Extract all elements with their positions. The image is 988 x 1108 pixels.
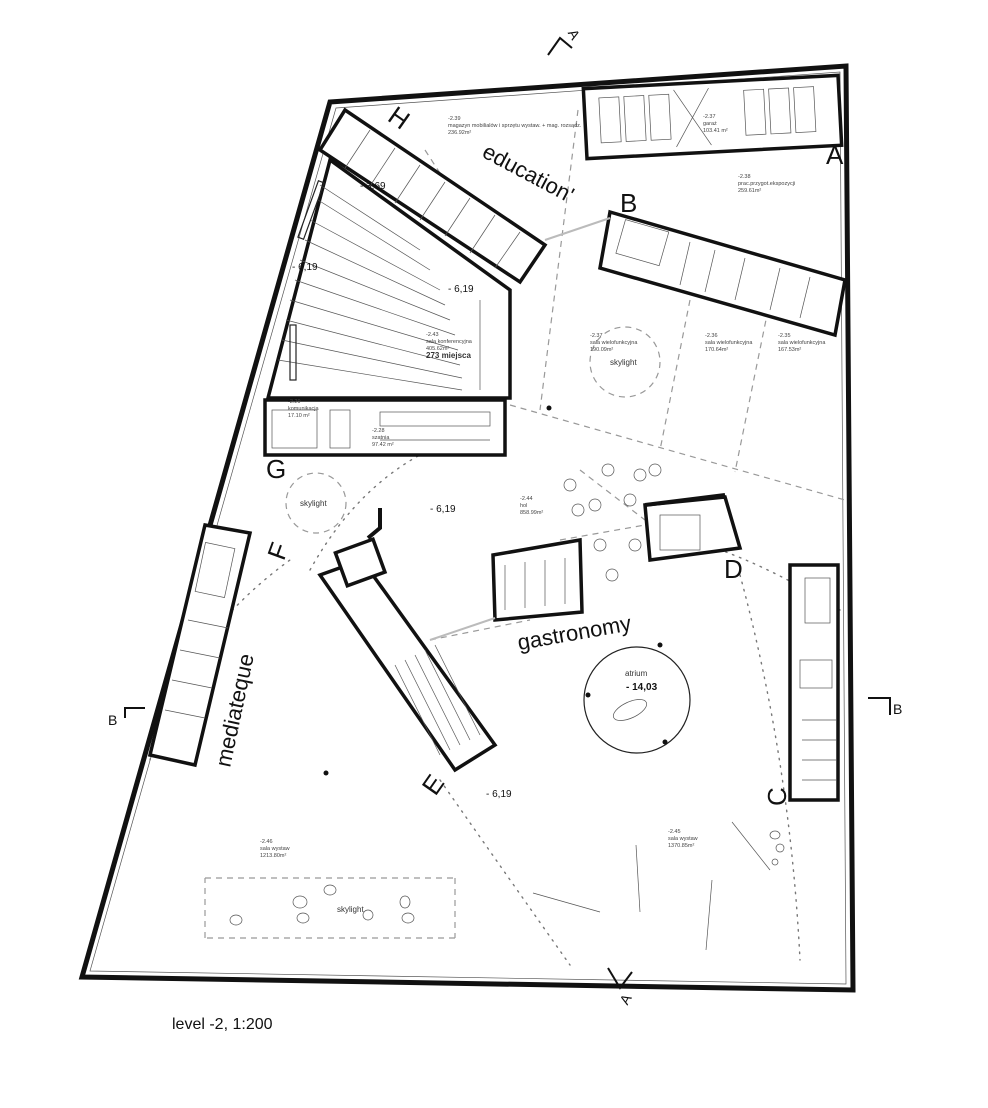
atrium-circle [583, 646, 691, 754]
svg-text:magazyn mobilialów i sprzętu w: magazyn mobilialów i sprzętu wystaw. + m… [448, 123, 582, 129]
section-a-top: A [565, 26, 584, 43]
skylight-label-1: skylight [610, 358, 637, 367]
svg-text:858.99m²: 858.99m² [520, 510, 543, 516]
skylight-circle-1 [589, 326, 661, 398]
svg-text:sala konferencyjna: sala konferencyjna [426, 339, 473, 345]
auditorium [265, 157, 512, 400]
core-letter-e: E [416, 769, 451, 800]
svg-text:1370.85m²: 1370.85m² [668, 843, 694, 849]
level-619-c: - 6,19 [430, 504, 456, 515]
svg-text:17.10 m²: 17.10 m² [288, 413, 310, 419]
core-letter-a: A [826, 140, 844, 170]
svg-text:-2.36: -2.36 [705, 333, 718, 339]
svg-text:-2.37: -2.37 [590, 333, 603, 339]
svg-text:236.92m²: 236.92m² [448, 130, 471, 136]
core-letter-f: F [261, 538, 295, 563]
level-619-d: - 6,19 [486, 789, 512, 800]
section-b-left: B [108, 712, 117, 728]
svg-text:103.41 m²: 103.41 m² [703, 128, 728, 134]
skylight-rocks [229, 830, 785, 926]
svg-text:sala wielofunkcyjna: sala wielofunkcyjna [705, 340, 753, 346]
connector-e-d [429, 617, 496, 641]
core-letter-g: G [266, 454, 286, 484]
svg-text:190.09m²: 190.09m² [590, 347, 613, 353]
dotted-paths [149, 444, 841, 966]
core-letter-h: H [383, 100, 416, 135]
dashed-zone-lines [204, 109, 846, 939]
skylight-circle-2 [285, 472, 347, 534]
svg-text:komunikacja: komunikacja [288, 406, 320, 412]
plan-caption: level -2, 1:200 [172, 1016, 273, 1033]
section-a-bottom: A [616, 991, 635, 1008]
svg-text:sala wystaw: sala wystaw [668, 836, 698, 842]
svg-text:167.53m²: 167.53m² [778, 347, 801, 353]
svg-text:garaż: garaż [703, 121, 717, 127]
svg-text:259.61m²: 259.61m² [738, 188, 761, 194]
core-e [317, 536, 498, 773]
svg-text:170.64m²: 170.64m² [705, 347, 728, 353]
svg-text:sala wielofunkcyjna: sala wielofunkcyjna [590, 340, 638, 346]
section-b-right: B [893, 701, 902, 717]
core-letter-b: B [620, 188, 637, 218]
core-letter-d: D [724, 554, 743, 584]
svg-text:-2.29: -2.29 [288, 399, 301, 405]
section-markers [124, 36, 891, 990]
svg-text:prac.przygot.ekspozycji: prac.przygot.ekspozycji [738, 181, 795, 187]
svg-text:szatnia: szatnia [372, 435, 390, 441]
connector-h-b [544, 217, 611, 241]
svg-text:hol: hol [520, 503, 527, 509]
svg-text:-2.37: -2.37 [703, 114, 716, 120]
zone-education: education' [479, 139, 579, 208]
svg-text:405.62m²: 405.62m² [426, 346, 449, 352]
skylight-label-2: skylight [300, 499, 327, 508]
svg-text:-2.46: -2.46 [260, 839, 273, 845]
svg-text:-2.39: -2.39 [448, 116, 461, 122]
outer-wall [78, 63, 856, 993]
auditorium-seats: 273 miejsca [426, 351, 471, 360]
svg-text:-2.35: -2.35 [778, 333, 791, 339]
svg-text:sala wielofunkcyjna: sala wielofunkcyjna [778, 340, 826, 346]
core-letter-c: C [762, 787, 792, 806]
level-369: - 3,69 [360, 181, 386, 192]
level-1403: - 14,03 [626, 682, 658, 693]
core-c [788, 563, 840, 802]
svg-text:97.42 m²: 97.42 m² [372, 442, 394, 448]
level-markers: - 3,69 - 6,19 - 6,19 - 6,19 - 6,19 - 14,… [292, 181, 658, 800]
atrium-sculpture [612, 699, 648, 721]
svg-text:-2.38: -2.38 [738, 174, 751, 180]
stair-j-mark [366, 508, 382, 540]
svg-text:-2.45: -2.45 [668, 829, 681, 835]
level-619-a: - 6,19 [292, 262, 318, 273]
level-619-b: - 6,19 [448, 284, 474, 295]
cafe-tables [563, 463, 662, 582]
core-b [597, 209, 848, 338]
core-g [263, 398, 507, 457]
svg-text:sala wystaw: sala wystaw [260, 846, 290, 852]
core-f [147, 522, 253, 768]
exhibition-lines [532, 821, 771, 951]
atrium-label: atrium [625, 669, 648, 678]
skylight-label-3: skylight [337, 905, 364, 914]
svg-text:-2.43: -2.43 [426, 332, 439, 338]
svg-text:-2.28: -2.28 [372, 428, 385, 434]
room-stamps: -2.39 magazyn mobilialów i sprzętu wysta… [260, 114, 826, 859]
core-d [491, 493, 743, 622]
svg-text:1213.80m²: 1213.80m² [260, 853, 286, 859]
core-a [581, 73, 844, 161]
core-h [317, 107, 548, 285]
svg-text:-2.44: -2.44 [520, 496, 533, 502]
